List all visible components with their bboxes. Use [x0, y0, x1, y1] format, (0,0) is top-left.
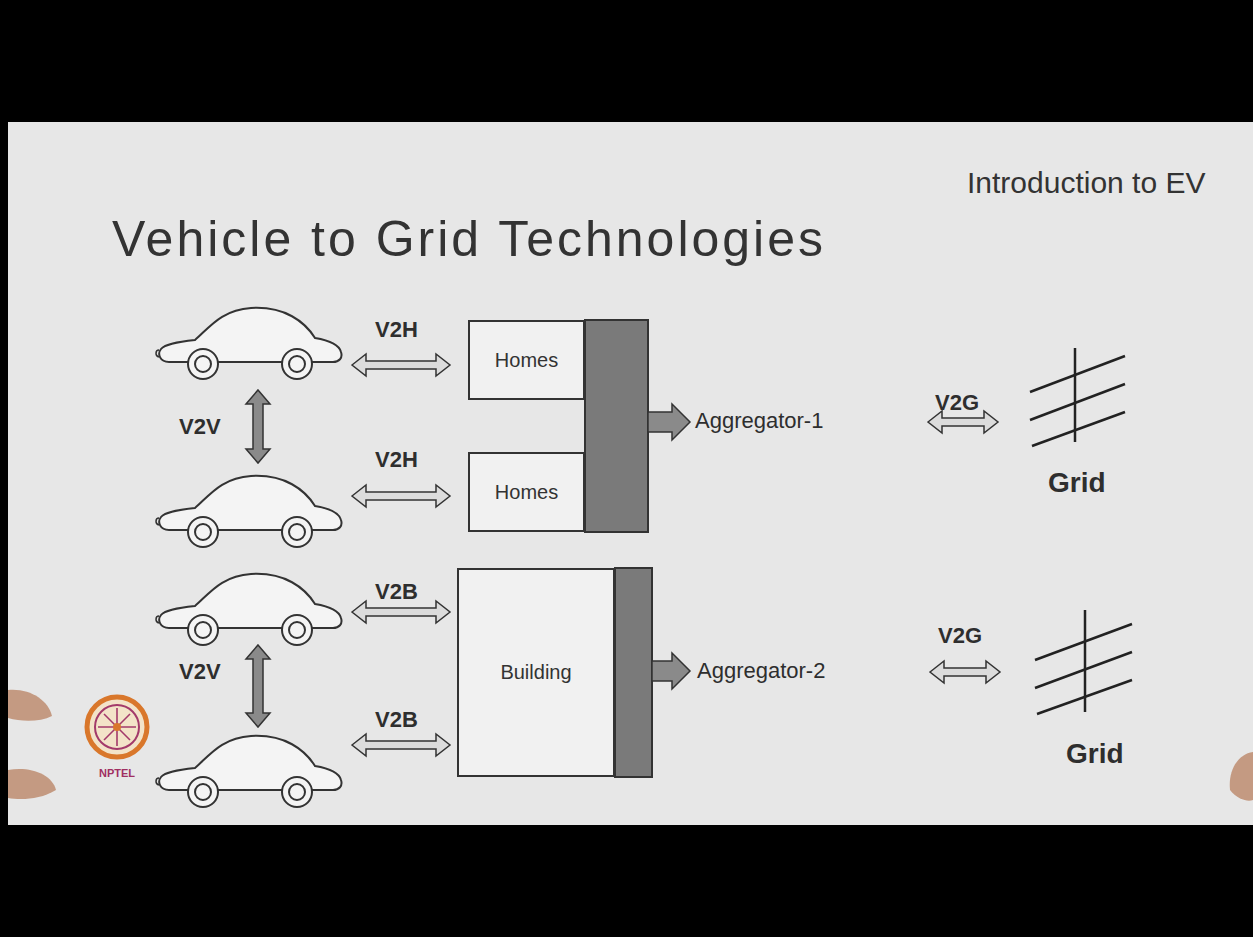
link-label: V2V — [179, 414, 221, 439]
grid-label: Grid — [1066, 738, 1124, 770]
car-illustration — [156, 736, 342, 807]
grid-symbols — [1030, 348, 1132, 714]
car-illustration — [156, 308, 342, 379]
entity-box: Homes — [468, 452, 585, 532]
block-arrows — [648, 404, 690, 689]
car-illustration — [156, 574, 342, 645]
v2v-arrows — [246, 390, 270, 727]
nptel-logo — [87, 697, 147, 757]
hands — [8, 690, 1253, 801]
logo-text: NPTEL — [99, 767, 135, 780]
section-header: Introduction to EV — [967, 166, 1205, 201]
link-label: V2V — [179, 659, 221, 684]
link-label: V2B — [375, 579, 418, 604]
aggregator-label: Aggregator-2 — [697, 658, 825, 683]
entity-box: Building — [457, 568, 615, 777]
link-label: V2H — [375, 447, 418, 472]
box-label: Building — [500, 661, 571, 684]
link-label: V2H — [375, 317, 418, 342]
entity-box: Homes — [468, 320, 585, 400]
double-arrows — [352, 354, 1000, 756]
box-label: Homes — [495, 349, 558, 372]
link-label: V2B — [375, 707, 418, 732]
box-label: Homes — [495, 481, 558, 504]
car-illustration — [156, 476, 342, 547]
aggregator-label: Aggregator-1 — [695, 408, 823, 433]
grid-label: Grid — [1048, 467, 1106, 499]
link-label: V2G — [938, 623, 982, 648]
link-label: V2G — [935, 390, 979, 415]
slide-title: Vehicle to Grid Technologies — [112, 211, 826, 269]
